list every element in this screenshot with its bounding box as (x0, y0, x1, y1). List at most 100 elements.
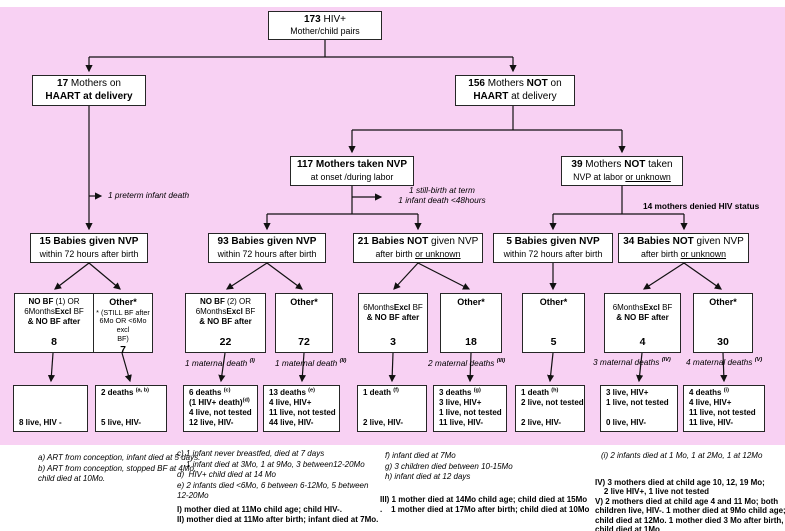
label: Excl (643, 303, 660, 312)
superscript: (III) (496, 358, 506, 365)
node-line: at onset /during labor (310, 171, 394, 182)
count: 39 (571, 159, 583, 171)
count: 18 (465, 335, 477, 348)
outcome-line: 12 live, HIV- (189, 418, 234, 427)
footnote-line: d) HIV+ child died at 14 Mo (177, 470, 276, 479)
count: 30 (717, 335, 729, 348)
label: or unknown (625, 171, 671, 182)
outcome-line: 1 death (h) (521, 387, 559, 397)
label: 5 Babies given NVP (506, 236, 600, 248)
count: 4 (639, 335, 646, 348)
outcome-line: 11 live, not tested (689, 408, 756, 417)
label: or unknown (415, 248, 461, 259)
footnote-line: e) 2 infants died <6Mo, 6 between 6-12Mo… (177, 480, 369, 490)
outcome-line: 5 live, HIV- (101, 418, 142, 427)
footnote-line: child died at 1Mo (595, 525, 660, 531)
footnote-line: h) infant died at 12 days (385, 472, 471, 481)
outcome-5-other: 1 death (h) 2 live, not tested 2 live, H… (515, 385, 585, 432)
footnotes-col2-bold: I) mother died at 11Mo child age; child … (177, 505, 378, 525)
node-line: 5 Babies given NVP (494, 236, 612, 249)
node-line: within 72 hours after birth (217, 248, 317, 259)
footnote-line: child died at 10Mo. (38, 474, 106, 483)
outcome-line: 3 live, HIV+ (606, 388, 649, 397)
label: Mothers (582, 159, 625, 171)
footnote-line: f) infant died at 7Mo (385, 451, 456, 460)
label: BF (71, 307, 84, 317)
outcome-line: 3 deaths (g) (439, 387, 481, 397)
feed-line: Other* (109, 297, 137, 307)
node-line: 15 Babies given NVP (31, 236, 147, 249)
outcome-line: 8 live, HIV - (19, 418, 62, 427)
outcome-line (363, 399, 424, 409)
footnote-line: IV) 3 mothers died at child age 10, 12, … (595, 478, 765, 487)
outcome-93-other: 13 deaths (e) 4 live, HIV+ 11 live, not … (263, 385, 340, 432)
label: BF (242, 307, 256, 317)
outcome-haart-other: 2 deaths (a, b) 5 live, HIV- (95, 385, 167, 432)
count: 17 (57, 78, 69, 89)
annotation-maternal-death-3: 2 maternal deaths (III) (428, 358, 505, 368)
feed-line: 6MonthsExcl BF (613, 303, 673, 313)
node-line: 93 Babies given NVP (209, 236, 325, 249)
annotation-maternal-death-4: 3 maternal deaths (IV) (593, 357, 671, 367)
feed-no-bf-2: NO BF (2) OR 6MonthsExcl BF & NO BF afte… (185, 293, 266, 353)
annotation-maternal-death-2: 1 maternal death (II) (275, 358, 346, 368)
footnote-line: 12-20Mo (177, 491, 209, 500)
node-line: within 72 hours after birth (39, 248, 139, 259)
node-line: 173 HIV+ (269, 14, 381, 27)
outcome-line: 2 live, not tested (521, 398, 584, 407)
outcome-line: 3 live, HIV+ (439, 398, 482, 407)
superscript: (IV) (661, 357, 671, 364)
footnote-line: . 1 mother died at 17Mo after birth; chi… (380, 505, 590, 514)
footnote-line: g) 3 children died between 10-15Mo (385, 461, 513, 471)
footnote-line: b) ART from conception, stopped BF at 4M… (38, 463, 197, 473)
outcome-line: 4 live, HIV+ (269, 398, 312, 407)
label: 6Months (24, 307, 55, 317)
outcome-line: 6 deaths (c) (189, 387, 231, 397)
diagram-background (0, 7, 785, 445)
count: 72 (298, 335, 310, 348)
label: or unknown (680, 248, 727, 259)
node-babies-5: 5 Babies given NVP within 72 hours after… (493, 233, 613, 263)
node-117-nvp: 117 Mothers taken NVP at onset /during l… (290, 156, 414, 186)
label: Excl (54, 307, 72, 317)
label: 21 Babies NOT (357, 236, 429, 248)
outcome-21-excl-bf: 1 death (f) 2 live, HIV- (357, 385, 427, 432)
node-line: after birth or unknown (354, 249, 482, 260)
node-line: NVP at labor or unknown (562, 172, 682, 183)
label: after birth (375, 248, 416, 259)
outcome-line: 4 live, not tested (189, 408, 252, 417)
label: 1 maternal death (275, 358, 340, 368)
count: 173 (304, 13, 321, 25)
annotation-stillbirth: 1 still-birth at term 1 infant death <48… (393, 185, 491, 206)
label: at delivery (508, 90, 557, 102)
outcome-line: 2 deaths (a, b) (101, 387, 150, 397)
label: BF (659, 303, 673, 312)
node-156-no-haart: 156 Mothers NOT on HAART at delivery (455, 75, 575, 106)
count: 7 (120, 343, 126, 356)
annotation-maternal-death-1: 1 maternal death (I) (185, 358, 255, 368)
label: 117 Mothers taken NVP (296, 159, 408, 171)
node-39-no-nvp: 39 Mothers NOT taken NVP at labor or unk… (561, 156, 683, 186)
node-line: HAART at delivery (456, 91, 574, 104)
label: NVP at labor (573, 171, 626, 182)
label: BF (410, 303, 423, 312)
outcome-line (19, 389, 85, 399)
outcome-line: 1 death (f) (363, 387, 399, 397)
footnote-line: 1 infant died at 3Mo, 1 at 9Mo, 3 betwee… (177, 459, 365, 469)
label: & NO BF after (616, 313, 669, 323)
label: Excl (226, 307, 243, 317)
node-babies-15: 15 Babies given NVP within 72 hours afte… (30, 233, 148, 263)
feed-line: 6MonthsExcl BF (363, 303, 423, 313)
count: 8 (51, 335, 57, 348)
footnotes-col2-italic: c) 1 infant never breastfed, died at 7 d… (177, 449, 368, 502)
footnote-line: II) mother died at 11Mo after birth; inf… (177, 515, 379, 524)
label: & NO BF after (366, 313, 420, 323)
outcome-line: 2 live, HIV- (521, 418, 562, 427)
label: given NVP (693, 236, 744, 248)
footnotes-col4-bold: IV) 3 mothers died at child age 10, 12, … (595, 478, 785, 531)
outcome-line: 4 deaths (i) (689, 387, 729, 397)
outcome-line: 44 live, HIV- (269, 418, 314, 427)
feed-excl-bf-4: 6MonthsExcl BF & NO BF after 4 (604, 293, 681, 353)
label: 15 Babies given NVP (39, 236, 139, 248)
footnote-line: c) 1 infant never breastfed, died at 7 d… (177, 449, 325, 458)
